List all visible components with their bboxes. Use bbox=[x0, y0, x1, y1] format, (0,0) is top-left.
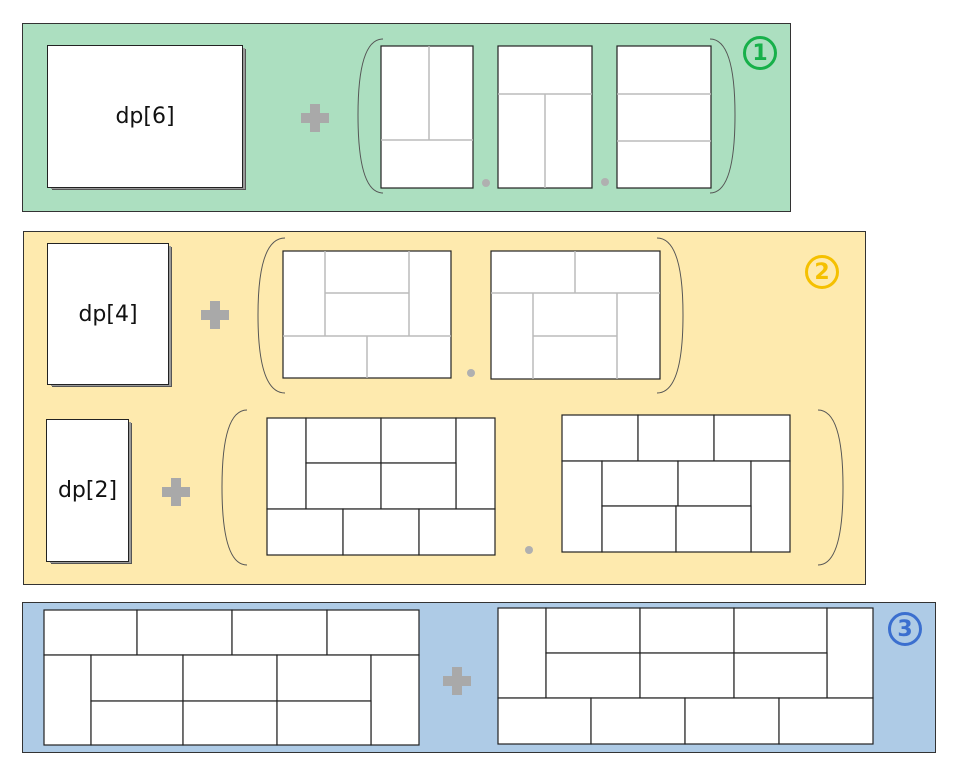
separator-dot-1 bbox=[482, 179, 490, 187]
dp2-box: dp[2] bbox=[46, 419, 129, 562]
dp6-label: dp[6] bbox=[115, 104, 175, 129]
badge-2: 2 bbox=[805, 255, 839, 289]
paren-right-1 bbox=[709, 38, 736, 194]
paren-left-1 bbox=[357, 38, 384, 194]
dp4-label: dp[4] bbox=[78, 301, 138, 327]
paren-left-3 bbox=[221, 409, 248, 566]
tiling-3b bbox=[561, 414, 791, 553]
tiling-1a bbox=[380, 45, 474, 189]
dp2-label: dp[2] bbox=[57, 478, 118, 503]
paren-left-2 bbox=[257, 237, 286, 394]
plus-icon-4 bbox=[443, 667, 471, 695]
dp4-box: dp[4] bbox=[47, 243, 169, 385]
badge-1: 1 bbox=[743, 36, 777, 70]
paren-right-3 bbox=[817, 409, 844, 566]
tiling-3a bbox=[266, 417, 496, 556]
paren-right-2 bbox=[656, 237, 684, 394]
tiling-4b bbox=[497, 607, 874, 745]
plus-icon-3 bbox=[162, 478, 190, 506]
tiling-4a bbox=[43, 609, 420, 746]
plus-icon-2 bbox=[201, 301, 229, 329]
badge-3: 3 bbox=[888, 612, 922, 646]
plus-icon-1 bbox=[301, 104, 329, 132]
separator-dot-2 bbox=[601, 178, 609, 186]
dp6-box: dp[6] bbox=[47, 45, 243, 188]
tiling-1c bbox=[616, 45, 712, 189]
separator-dot-4 bbox=[525, 546, 533, 554]
separator-dot-3 bbox=[467, 369, 475, 377]
